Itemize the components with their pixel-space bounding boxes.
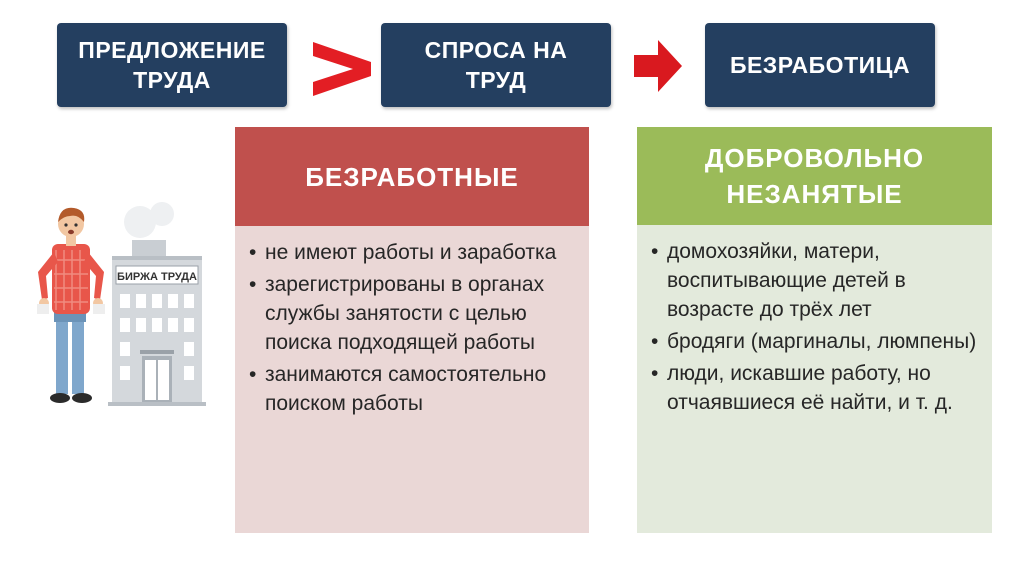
unemployed-panel: БЕЗРАБОТНЫЕ не имеют работы и заработка … bbox=[235, 127, 589, 533]
building-icon: БИРЖА ТРУДА bbox=[108, 240, 206, 406]
supply-of-labor-box: ПРЕДЛОЖЕНИЕ ТРУДА bbox=[57, 23, 287, 107]
unemployed-title: БЕЗРАБОТНЫЕ bbox=[305, 161, 519, 192]
voluntarily-unemployed-list: домохозяйки, матери, воспитывающие детей… bbox=[637, 225, 992, 417]
unemployment-label: БЕЗРАБОТИЦА bbox=[729, 52, 911, 78]
unemployed-list: не имеют работы и заработка зарегистриро… bbox=[235, 226, 589, 418]
voluntarily-unemployed-panel: ДОБРОВОЛЬНО НЕЗАНЯТЫЕ домохозяйки, матер… bbox=[637, 127, 992, 533]
unemployment-illustration: БИРЖА ТРУДА bbox=[37, 202, 206, 406]
supply-of-labor-label: ПРЕДЛОЖЕНИЕ ТРУДА bbox=[78, 37, 266, 93]
list-item: не имеют работы и заработка bbox=[249, 238, 575, 267]
sign-text: БИРЖА ТРУДА bbox=[117, 271, 197, 283]
voluntarily-unemployed-title: ДОБРОВОЛЬНО НЕЗАНЯТЫЕ bbox=[704, 143, 925, 209]
demand-for-labor-box: СПРОСА НА ТРУД bbox=[381, 23, 611, 107]
arrow-right-icon bbox=[634, 40, 682, 92]
voluntarily-unemployed-header: ДОБРОВОЛЬНО НЕЗАНЯТЫЕ bbox=[637, 127, 992, 225]
demand-for-labor-label: СПРОСА НА ТРУД bbox=[424, 37, 568, 93]
list-item: домохозяйки, матери, воспитывающие детей… bbox=[651, 237, 978, 324]
list-item: зарегистрированы в органах службы занято… bbox=[249, 270, 575, 357]
list-item: бродяги (маргиналы, люмпены) bbox=[651, 327, 978, 356]
unemployment-box: БЕЗРАБОТИЦА bbox=[705, 23, 935, 107]
list-item: занимаются самостоятельно поиском работы bbox=[249, 360, 575, 418]
list-item: люди, искавшие работу, но отчаявшиеся её… bbox=[651, 359, 978, 417]
unemployed-header: БЕЗРАБОТНЫЕ bbox=[235, 127, 589, 226]
person-icon bbox=[37, 207, 105, 403]
greater-than-icon bbox=[313, 42, 371, 96]
